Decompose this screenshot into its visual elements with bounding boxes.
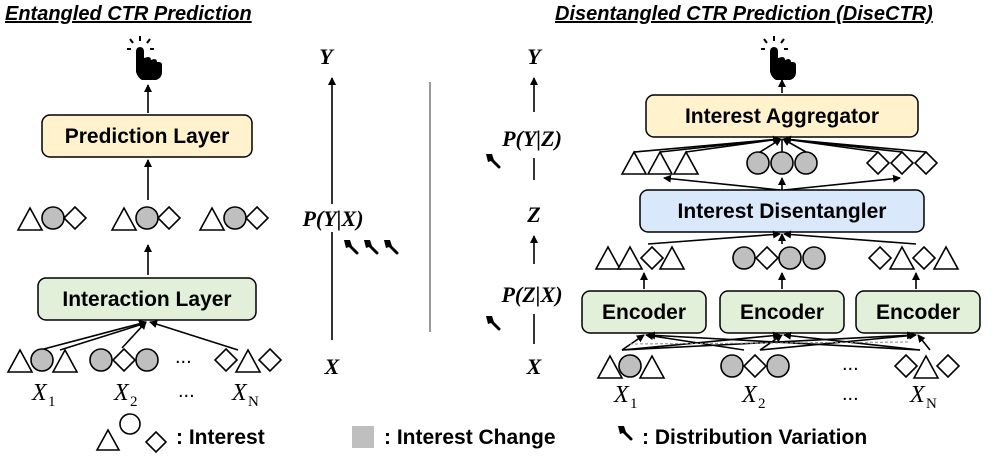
left-input-ellipsis: ... xyxy=(175,346,192,368)
left-title: Entangled CTR Prediction xyxy=(5,3,252,25)
left-axis-pyx: P(Y|X) xyxy=(301,206,363,231)
interaction-layer-label: Interaction Layer xyxy=(62,288,231,311)
left-embedding-group-2 xyxy=(110,205,182,231)
right-input-label-1: X 1 xyxy=(613,382,638,412)
right-axis-y: Y xyxy=(527,44,543,69)
svg-text:N: N xyxy=(248,394,259,410)
encoded-group-3 xyxy=(867,245,960,271)
prediction-layer-label: Prediction Layer xyxy=(65,125,230,148)
encoder-box-2 xyxy=(719,290,845,334)
right-hand-icon xyxy=(760,35,797,81)
left-axis-x: X xyxy=(324,354,341,379)
svg-text:2: 2 xyxy=(758,396,766,412)
interest-disentangler-label: Interest Disentangler xyxy=(678,200,887,223)
right-wrench-icon-top xyxy=(484,152,501,169)
svg-text:X: X xyxy=(31,380,48,406)
right-axis-z: Z xyxy=(526,202,540,227)
disentangled-triangles xyxy=(620,150,700,175)
right-input-label-2: X 2 xyxy=(741,382,766,412)
svg-text:X: X xyxy=(113,380,130,406)
encoder-box-1 xyxy=(581,290,707,334)
right-axis-x: X xyxy=(526,354,543,379)
svg-text:X: X xyxy=(231,380,248,406)
left-input-label-1: X 1 xyxy=(31,380,56,410)
interest-disentangler-box xyxy=(639,189,925,233)
left-input-arrows xyxy=(39,319,239,351)
legend-interest-change-label: : Interest Change xyxy=(384,426,556,449)
svg-text:1: 1 xyxy=(630,396,638,412)
encoder-box-3 xyxy=(855,290,981,334)
left-label-ellipsis: ... xyxy=(178,380,195,402)
left-hand-icon xyxy=(126,35,163,81)
interest-aggregator-box xyxy=(645,94,919,138)
svg-text:1: 1 xyxy=(48,394,56,410)
right-title: Disentangled CTR Prediction (DiseCTR) xyxy=(555,3,933,25)
right-axis-pyz: P(Y|Z) xyxy=(501,126,562,151)
legend-gray-swatch xyxy=(352,426,374,448)
right-wrench-icon-bottom xyxy=(484,314,501,331)
left-axis-label-bg xyxy=(288,204,378,232)
svg-text:2: 2 xyxy=(130,394,138,410)
right-input-group-3 xyxy=(893,353,961,379)
right-input-group-1 xyxy=(596,354,666,379)
prediction-layer-box xyxy=(41,114,253,158)
legend-wrench-icon xyxy=(616,424,633,441)
left-embedding-group-1 xyxy=(16,205,88,231)
left-input-label-3: X N xyxy=(231,380,259,410)
right-axis-pzx: P(Z|X) xyxy=(500,282,562,307)
legend-interest-label: : Interest xyxy=(176,426,265,449)
interaction-layer-box xyxy=(37,277,257,321)
encoded-group-2 xyxy=(732,245,826,271)
right-arrows-to-rows xyxy=(663,174,901,191)
legend-interest-shapes xyxy=(95,413,168,454)
encoder-label-3: Encoder xyxy=(876,301,960,324)
right-label-ellipsis: ... xyxy=(842,383,859,405)
svg-text:X: X xyxy=(613,382,630,408)
right-input-arrows xyxy=(621,331,931,351)
right-input-group-2 xyxy=(720,353,790,379)
left-input-label-2: X 2 xyxy=(113,380,138,410)
right-input-label-3: X N xyxy=(909,382,937,412)
right-arrows-enc-up xyxy=(640,272,920,289)
left-embedding-group-3 xyxy=(198,205,270,231)
left-input-group-3 xyxy=(213,347,283,373)
left-axis-y: Y xyxy=(319,44,335,69)
disentangled-diamonds xyxy=(865,150,939,176)
interest-aggregator-label: Interest Aggregator xyxy=(685,105,879,128)
encoder-label-1: Encoder xyxy=(602,301,686,324)
svg-text:X: X xyxy=(909,382,926,408)
svg-text:N: N xyxy=(926,396,937,412)
disentangled-circles xyxy=(746,151,818,175)
svg-text:X: X xyxy=(741,382,758,408)
right-input-ellipsis: ... xyxy=(842,353,859,375)
right-arrows-to-aggregator xyxy=(633,135,927,153)
encoder-label-2: Encoder xyxy=(740,301,824,324)
left-wrench-icons xyxy=(342,238,399,255)
legend-distribution-variation-label: : Distribution Variation xyxy=(642,426,867,449)
encoded-group-1 xyxy=(594,245,686,271)
right-arrows-to-disentangler xyxy=(647,230,917,245)
left-input-group-2 xyxy=(89,347,159,373)
left-input-group-1 xyxy=(6,348,79,373)
